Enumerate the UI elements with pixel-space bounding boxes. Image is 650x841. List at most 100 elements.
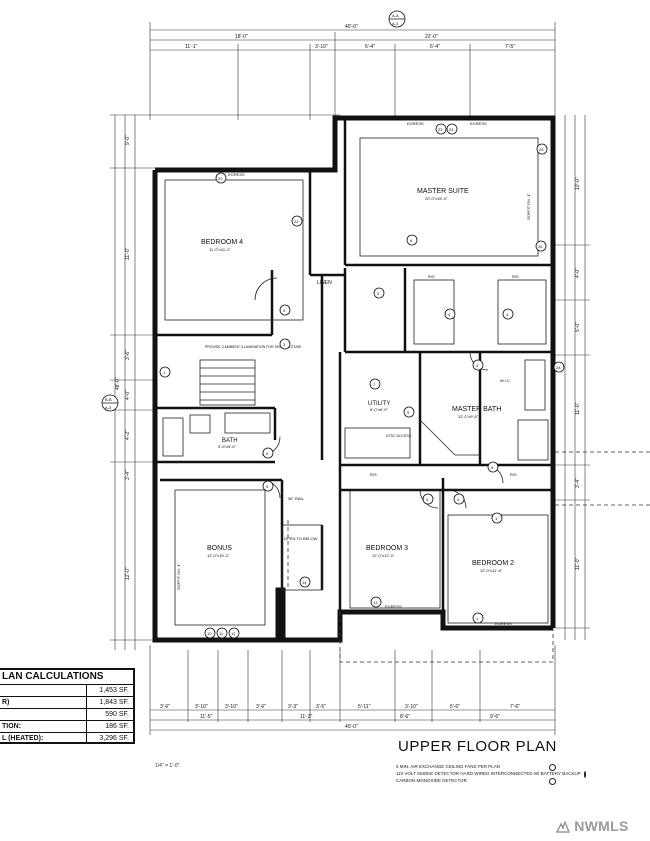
right-dimensions: 10'-0" 4'-0" 5'-0" 11'-0" 3'-4" 11'-0" [555, 115, 590, 640]
bottom-dimensions: 3'-6" 3'-10" 3'-10" 3'-6" 3'-3" 3'-5" 5'… [149, 645, 556, 735]
bath-size: 9'-6"x5'-0" [218, 444, 237, 449]
dim-left-4: 4'-2" [125, 430, 131, 440]
svg-text:5: 5 [491, 465, 494, 470]
utility-name: UTILITY [368, 401, 390, 407]
overall-dim-top: 40'-0" [345, 24, 358, 30]
calc-value: 3,296 SF. [99, 735, 129, 742]
linen-name: LINEN [317, 280, 332, 286]
master-bath-name: MASTER BATH [452, 406, 501, 413]
calc-row: 1,453 SF. [0, 685, 133, 697]
dim-bottom-second-3: 9'-6" [490, 714, 500, 720]
bath-name: BATH [222, 438, 238, 444]
closet-details [162, 137, 549, 626]
dim-right-2: 5'-0" [575, 322, 581, 332]
section-marker-left: B-B A-3 [101, 394, 119, 412]
plan-title: UPPER FLOOR PLAN [398, 738, 557, 755]
dim-bottom-4: 3'-3" [288, 704, 298, 710]
bedroom4-name: BEDROOM 4 [201, 239, 243, 246]
svg-text:1: 1 [495, 516, 498, 521]
bonus-name: BONUS [207, 545, 232, 552]
bedroom3-name: BEDROOM 3 [366, 545, 408, 552]
section-top-label: A-A [392, 13, 399, 18]
calc-label [0, 685, 87, 696]
calc-row: 590 SF. [0, 709, 133, 721]
dim-top-1: 22'-0" [425, 34, 438, 40]
rs-note-3: R/S [370, 472, 377, 477]
rail-note: 36" RAIL [288, 496, 305, 501]
dim-bottom-5: 3'-5" [316, 704, 326, 710]
calc-label: R) [0, 697, 87, 708]
dim-bottom-8: 5'-6" [450, 704, 460, 710]
calc-label: L (HEATED): [0, 733, 87, 744]
nwmls-logo-icon [556, 821, 570, 834]
utility-size: 6'-0"x6'-0" [370, 407, 389, 412]
watermark-text: NWMLS [574, 818, 629, 834]
top-dimensions: 40'-0" 18'-0" 22'-0" 11'-1" 3'-10" 6'-4"… [149, 22, 556, 120]
bedroom4-size: 11'-0"x11'-2" [209, 247, 231, 252]
svg-text:4: 4 [426, 497, 429, 502]
dim-second-3: 6'-4" [430, 44, 440, 50]
dashed-lines [287, 451, 650, 663]
bedroom2-size: 12'-0"x11'-6" [480, 568, 503, 573]
calc-title: LAN CALCULATIONS [0, 670, 133, 685]
nwmls-watermark: NWMLS [556, 818, 629, 834]
dim-bottom-9: 7'-6" [510, 704, 520, 710]
dim-second-2: 6'-4" [365, 44, 375, 50]
legend-item: 110 VOLT SMOKE DETECTOR HARD WIRED INTER… [396, 771, 586, 778]
svg-text:4: 4 [476, 363, 479, 368]
plan-calculations-table: LAN CALCULATIONS 1,453 SF. R) 1,843 SF. … [0, 668, 135, 744]
svg-text:14: 14 [302, 580, 307, 585]
dim-second-0: 11'-1" [185, 44, 198, 50]
section-top-sheet: A-3 [392, 21, 399, 26]
legend-item: CARBON MONOXIDE DETECTOR [396, 778, 556, 785]
svg-text:3: 3 [283, 342, 286, 347]
dim-bottom-6: 5'-11" [358, 704, 371, 710]
calc-row: L (HEATED): 3,296 SF. [0, 733, 133, 744]
plan-notes: EGRESS EGRESS EGRESS EGRESS EGRESS W.I.C… [176, 121, 531, 626]
svg-text:22: 22 [294, 219, 299, 224]
egress-note-master-1: EGRESS [407, 121, 424, 126]
dim-left-2: 3'-6" [125, 350, 131, 360]
co-detector-icon [549, 778, 556, 785]
svg-text:1: 1 [163, 370, 166, 375]
dim-bottom-second-1: 11'-3" [300, 714, 313, 720]
legend-item: 5 MIN. AIR EXCHANGE CEILING FANS PER PLA… [396, 764, 556, 771]
svg-text:4: 4 [506, 312, 509, 317]
svg-text:3: 3 [377, 291, 380, 296]
plan-scale: 1/4" = 1'-0" [155, 763, 180, 769]
svg-text:24: 24 [449, 127, 454, 132]
wic-note: W.I.C. [500, 378, 511, 383]
svg-text:20: 20 [218, 176, 223, 181]
svg-text:23: 23 [438, 127, 443, 132]
dim-right-5: 11'-0" [575, 557, 581, 570]
soffit-note: SOFFIT DN. 4" [176, 563, 181, 590]
section-left-label: B-B [105, 397, 112, 402]
dim-left-6: 12'-0" [125, 567, 131, 580]
svg-text:5: 5 [266, 484, 269, 489]
rs-note-2: R/S [512, 274, 519, 279]
bedroom2-name: BEDROOM 2 [472, 560, 514, 567]
calc-row: TION: 186 SF. [0, 721, 133, 733]
egress-note-bed2: EGRESS [495, 621, 512, 626]
dim-bottom-second-2: 8'-6" [400, 714, 410, 720]
svg-text:25: 25 [539, 147, 544, 152]
dim-bottom-7: 3'-10" [405, 704, 418, 710]
svg-text:11: 11 [219, 631, 224, 636]
legend-text: CARBON MONOXIDE DETECTOR [396, 778, 467, 783]
door-swings [254, 277, 504, 509]
egress-note-bed4: EGRESS [228, 172, 245, 177]
dim-second-4: 7'-5" [505, 44, 515, 50]
calc-label [0, 709, 87, 720]
stair-note: PROVIDE 3 AMBIENT ILLUMINATION FOR SECTI… [205, 345, 302, 349]
egress-note-master-2: EGRESS [470, 121, 487, 126]
svg-text:4: 4 [448, 312, 451, 317]
fan-icon [549, 764, 556, 771]
calc-value: 1,843 SF. [99, 699, 129, 706]
dim-left-1: 11'-0" [125, 247, 131, 260]
calc-row: R) 1,843 SF. [0, 697, 133, 709]
dim-right-3: 11'-0" [575, 402, 581, 415]
svg-text:1: 1 [476, 616, 479, 621]
dim-left-5: 3'-4" [125, 470, 131, 480]
svg-text:4: 4 [283, 308, 286, 313]
legend-text: 110 VOLT SMOKE DETECTOR HARD WIRED INTER… [396, 771, 581, 776]
